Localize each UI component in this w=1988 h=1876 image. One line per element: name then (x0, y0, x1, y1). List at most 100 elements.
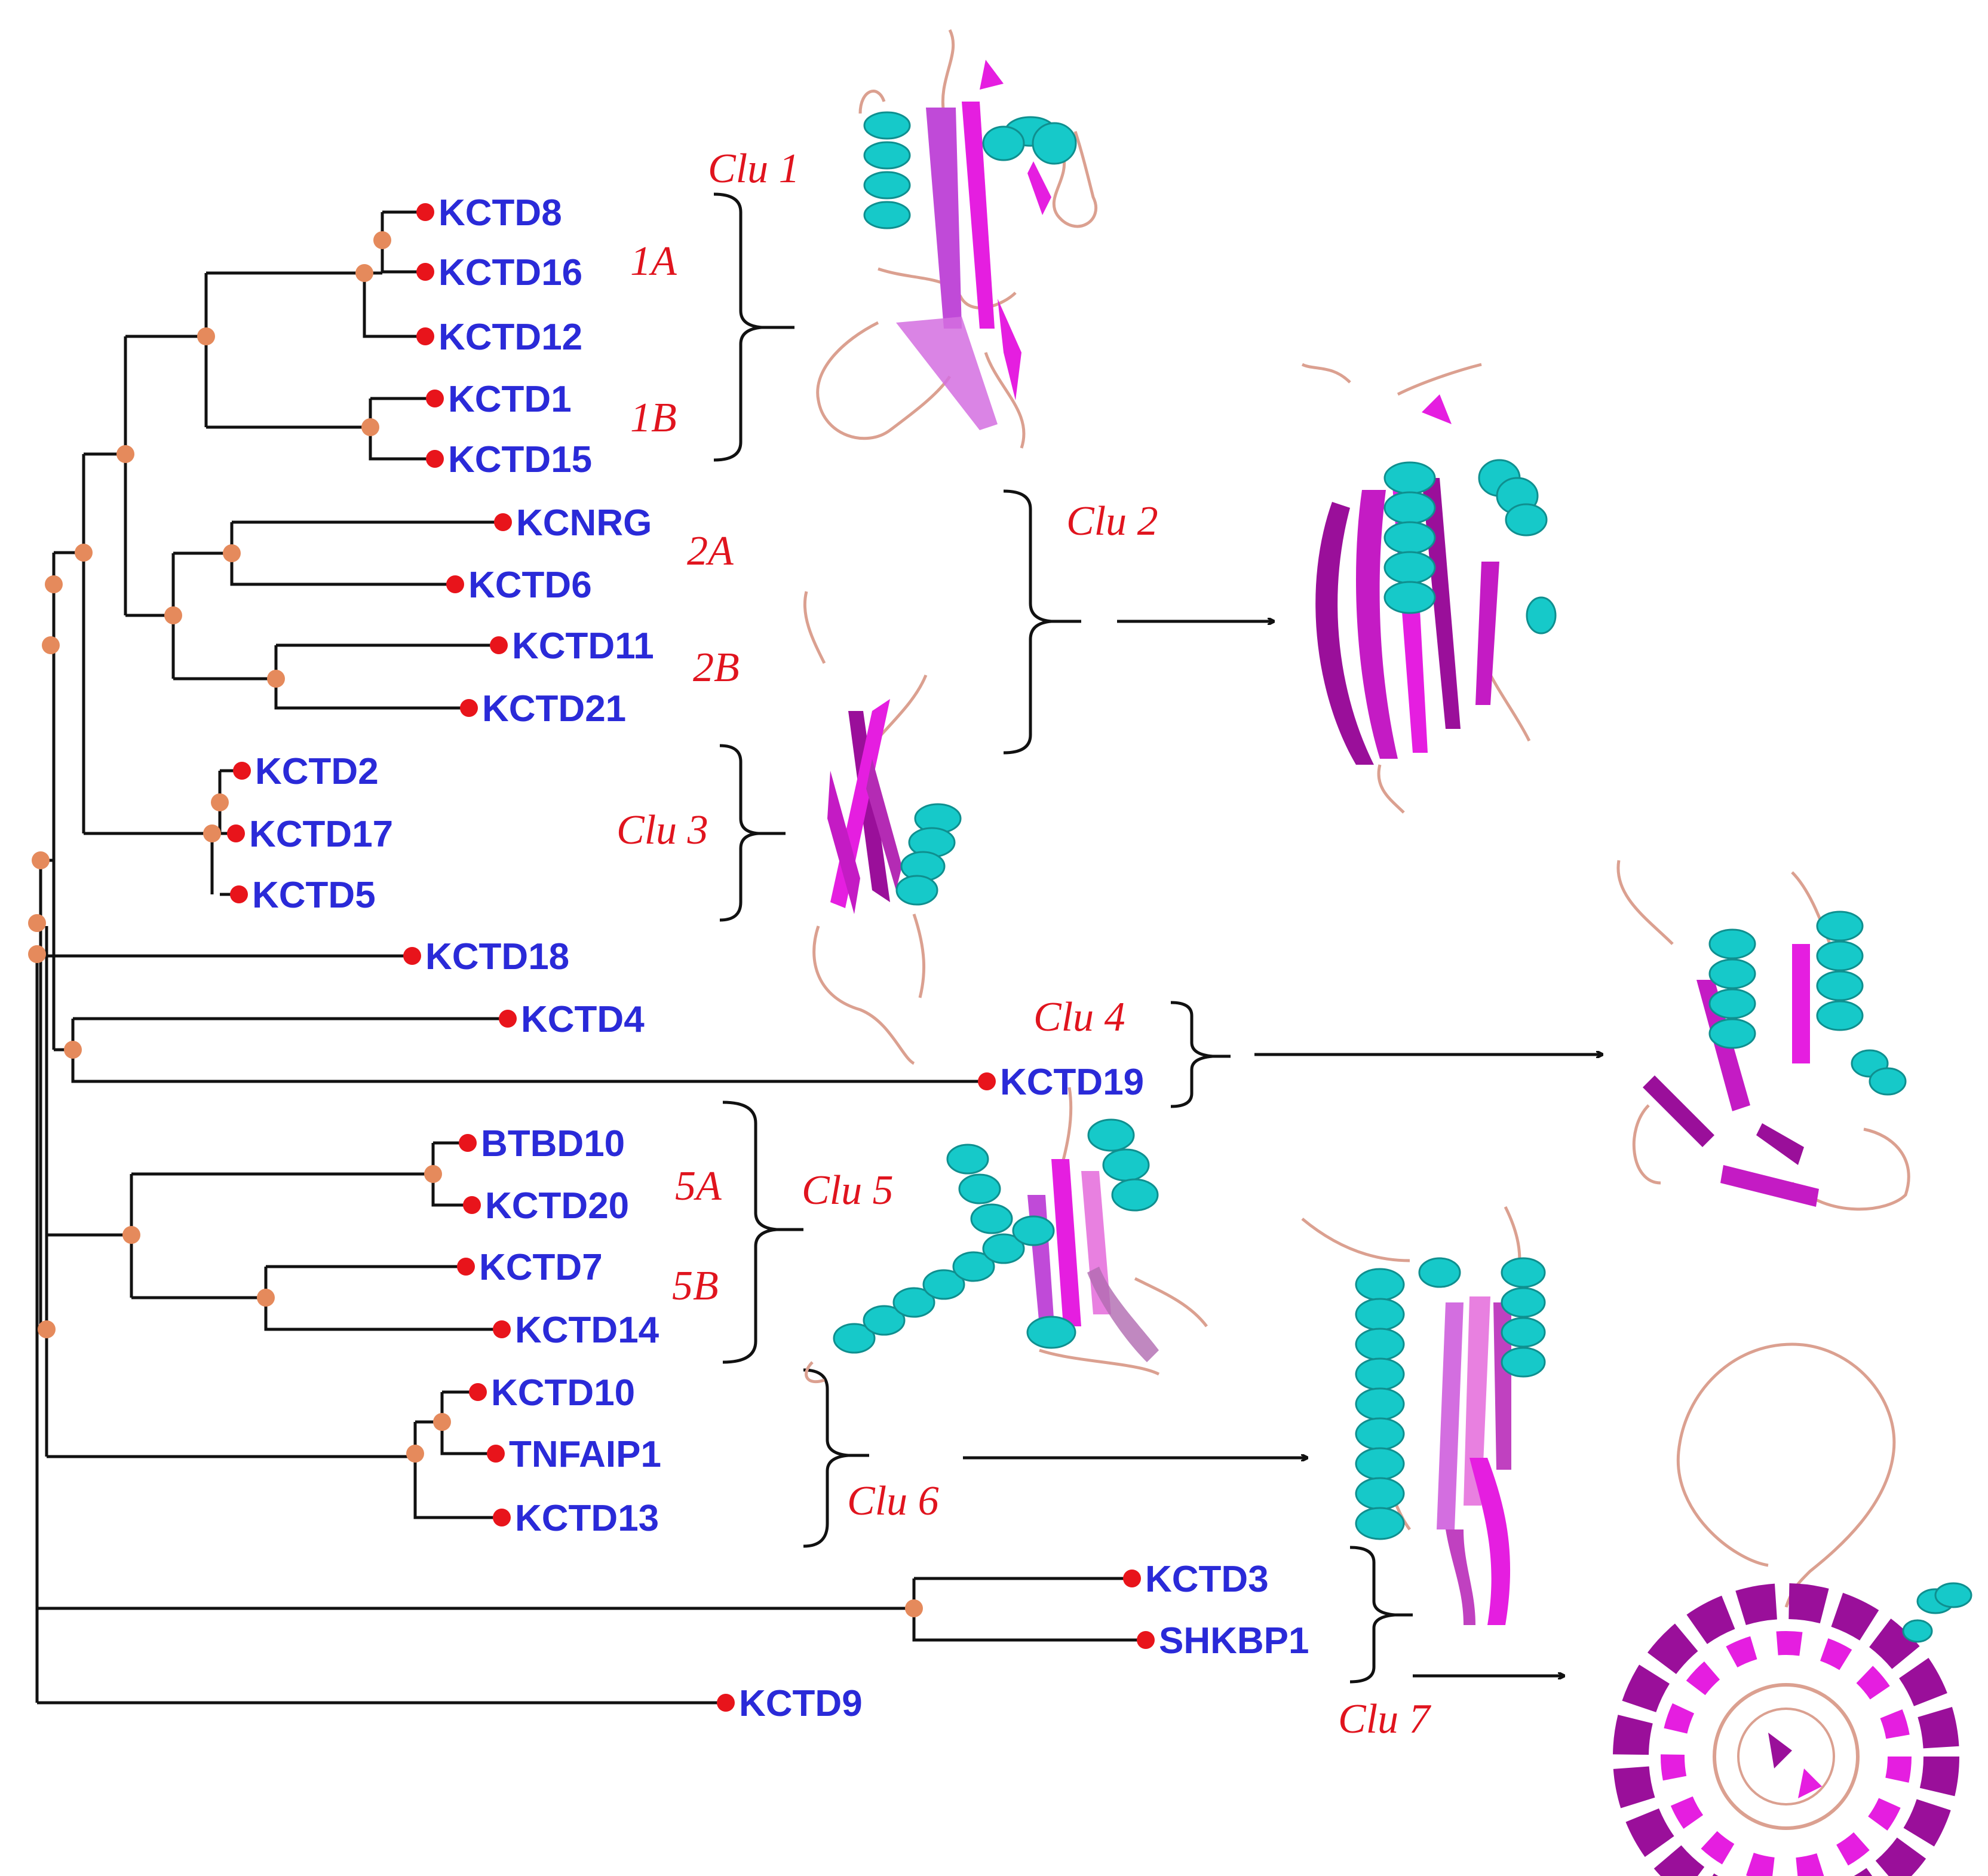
leaf-label-kctd11: KCTD11 (512, 626, 654, 667)
leaf-dot-kctd11 (490, 636, 508, 654)
tree-branches (35, 210, 1146, 1705)
branch (204, 336, 435, 461)
tree-node (257, 1289, 275, 1307)
leaf-label-kctd15: KCTD15 (448, 439, 592, 480)
leaf-dot-tnfaip1 (487, 1445, 505, 1463)
leaf-label-kctd3: KCTD3 (1145, 1559, 1269, 1600)
leaf-dot-kcnrg (494, 513, 512, 531)
leaf-dot-kctd15 (426, 450, 444, 468)
label-subcluster-2A: 2A (687, 528, 734, 574)
leaf-dot-kctd10 (469, 1383, 487, 1401)
tree-node (424, 1165, 442, 1183)
leaf-dot-kctd3 (1123, 1570, 1141, 1587)
brace-clu4 (1170, 1001, 1213, 1108)
leaf-label-kctd1: KCTD1 (448, 379, 572, 420)
tree-node (38, 1320, 56, 1338)
leaf-label-kctd21: KCTD21 (482, 688, 626, 729)
leaf-dot-kctd6 (446, 575, 464, 593)
label-subcluster-5A: 5A (675, 1163, 722, 1209)
leaf-label-kctd17: KCTD17 (249, 814, 393, 855)
branch (82, 452, 127, 833)
leaf-dot-kctd1 (426, 390, 444, 407)
branch (47, 1390, 502, 1519)
cluster-labels: Clu 1 Clu 2 Clu 3 Clu 4 Clu 5 Clu 6 Clu … (616, 146, 1432, 1742)
protein-structure-clu2-icon (1301, 363, 1557, 814)
branch (37, 1577, 1146, 1642)
leaf-dot-kctd13 (493, 1509, 511, 1526)
leaf-label-kctd4: KCTD4 (521, 999, 645, 1040)
leaf-label-kctd6: KCTD6 (468, 565, 592, 606)
protein-structure-clu7-icon (1613, 1342, 1972, 1876)
tree-node (116, 445, 134, 463)
tree-node (905, 1599, 923, 1617)
tree-node (267, 670, 285, 688)
brace-clu6 (803, 1368, 849, 1548)
leaf-dot-shkbp1 (1137, 1631, 1155, 1649)
protein-structure-clu3-icon (803, 591, 962, 1065)
brace-clu2 (1003, 489, 1052, 755)
label-clu6: Clu 6 (847, 1478, 939, 1524)
label-clu3: Clu 3 (616, 807, 708, 853)
protein-structure-clu5-icon (805, 1087, 1208, 1384)
branch (171, 520, 503, 615)
leaf-label-kcnrg: KCNRG (516, 502, 652, 544)
label-clu7: Clu 7 (1338, 1696, 1432, 1742)
leaf-dot-kctd2 (233, 762, 251, 780)
protein-structure-clu1-icon (816, 29, 1098, 449)
tree-node (211, 793, 229, 811)
brace-clu3 (719, 744, 759, 922)
tree-node (203, 824, 221, 842)
branch (124, 335, 206, 615)
label-subcluster-1B: 1B (630, 395, 677, 441)
leaf-label-kctd7: KCTD7 (479, 1247, 603, 1288)
tree-node (42, 636, 60, 654)
leaf-dot-kctd9 (717, 1694, 735, 1712)
leaf-dot-kctd8 (416, 203, 434, 221)
tree-node (64, 1041, 82, 1059)
tree-node (28, 914, 46, 932)
leaf-dot-kctd17 (227, 824, 245, 842)
branch (35, 860, 48, 1703)
leaf-dot-kctd18 (403, 947, 421, 965)
tree-node (406, 1445, 424, 1463)
brace-clu7 (1349, 1546, 1395, 1684)
leaf-dot-kctd14 (493, 1320, 511, 1338)
tree-node (433, 1413, 451, 1431)
label-subcluster-5B: 5B (672, 1263, 719, 1309)
cluster-braces (713, 192, 1413, 1684)
label-subcluster-2B: 2B (693, 645, 740, 691)
tree-node (223, 544, 241, 562)
tree-node (164, 606, 182, 624)
arrows (963, 621, 1602, 1676)
tree-node (355, 264, 373, 282)
leaf-label-kctd18: KCTD18 (425, 936, 569, 977)
leaf-dot-kctd5 (230, 885, 248, 903)
leaf-dot-kctd4 (499, 1010, 517, 1028)
branch (52, 860, 987, 1083)
protein-structure-clu6-icon (1301, 1206, 1546, 1625)
leaf-dot-kctd20 (463, 1196, 481, 1214)
tree-node (45, 575, 63, 593)
leaf-label-kctd10: KCTD10 (491, 1372, 635, 1414)
leaf-label-btbd10: BTBD10 (481, 1123, 625, 1164)
branch (130, 1141, 502, 1331)
leaf-dot-btbd10 (459, 1134, 477, 1152)
tree-leaves: KCTD8KCTD16KCTD12KCTD1KCTD15KCNRGKCTD6KC… (227, 192, 1309, 1724)
leaf-label-kctd9: KCTD9 (739, 1683, 863, 1724)
branch (41, 645, 56, 862)
leaf-label-kctd20: KCTD20 (485, 1185, 629, 1227)
label-clu4: Clu 4 (1033, 994, 1125, 1040)
tree-node (32, 851, 50, 869)
label-clu1: Clu 1 (708, 146, 800, 192)
leaf-label-kctd14: KCTD14 (515, 1310, 659, 1351)
tree-node (361, 418, 379, 436)
brace-clu5 (722, 1101, 777, 1364)
leaf-dot-kctd16 (416, 263, 434, 281)
tree-node (197, 327, 215, 345)
tree-node (28, 945, 46, 963)
leaf-label-kctd12: KCTD12 (438, 317, 582, 358)
label-clu5: Clu 5 (802, 1167, 894, 1213)
protein-structure-clu4-icon (1616, 860, 1910, 1211)
leaf-label-shkbp1: SHKBP1 (1159, 1620, 1309, 1662)
